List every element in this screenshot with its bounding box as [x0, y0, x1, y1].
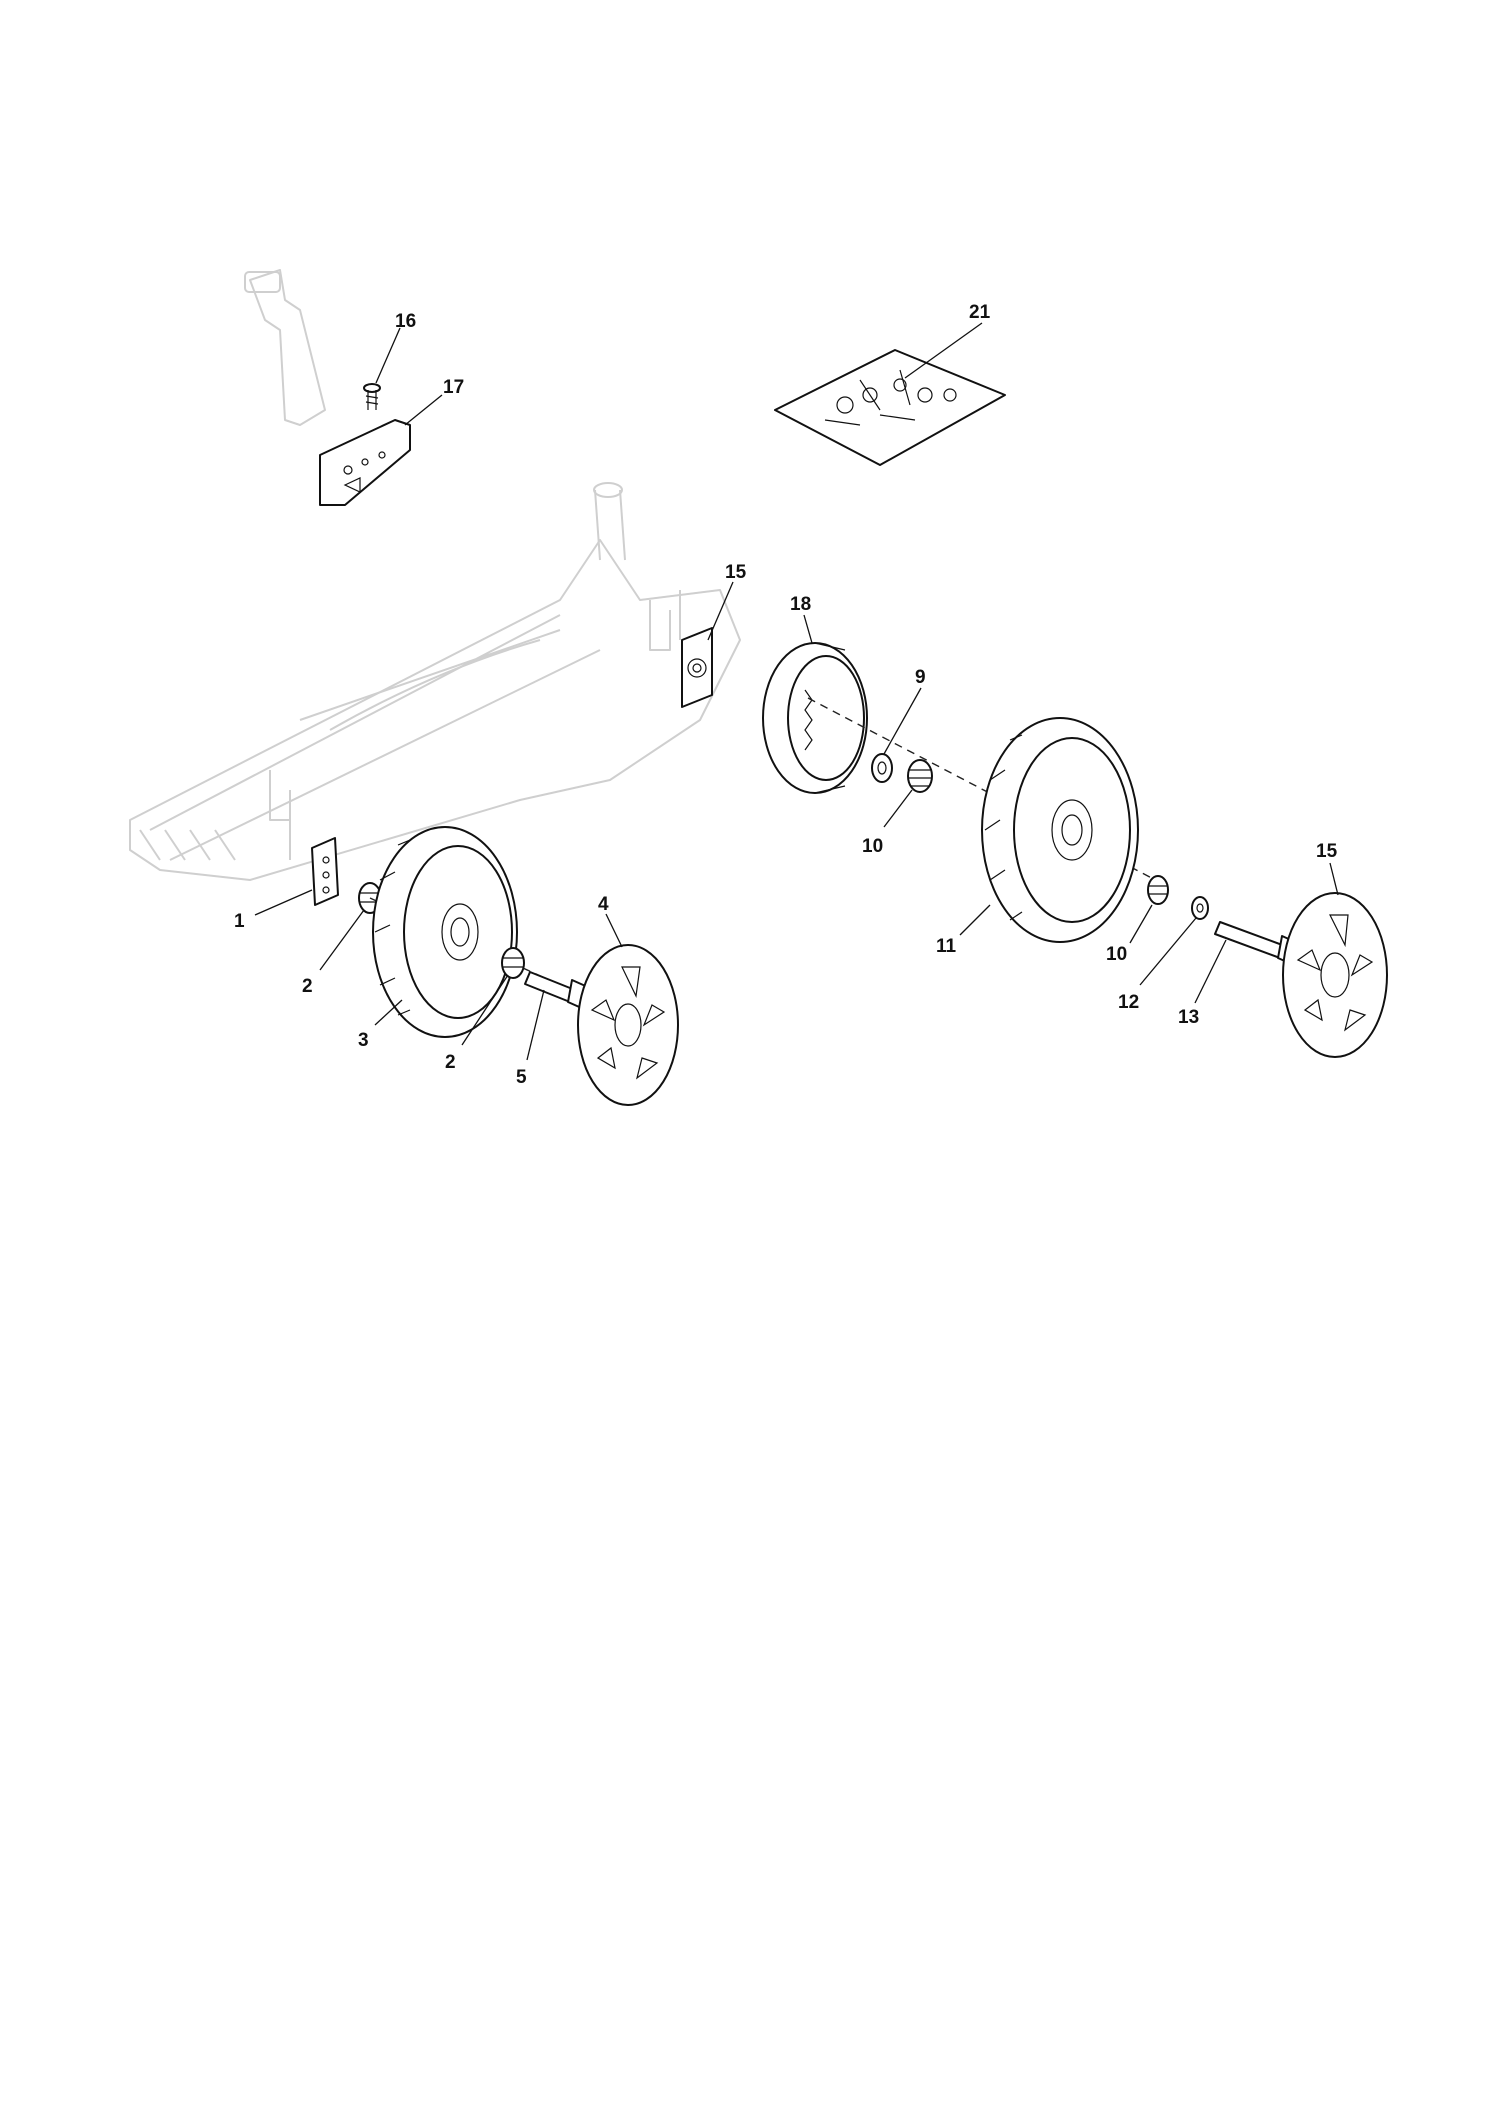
fixings-bag-part [774, 349, 1006, 466]
left-hubcap-part [577, 944, 679, 1106]
callout-12: 12 [1118, 992, 1139, 1013]
pinion-gear-part-2b [501, 947, 525, 979]
pinion-gear-part-lower [1147, 875, 1169, 905]
callout-leaders [254, 322, 1339, 1061]
callout-15-lower: 15 [1316, 841, 1338, 862]
screw-part [363, 383, 381, 410]
callout-18: 18 [790, 594, 811, 615]
callout-1: 1 [234, 911, 245, 932]
callout-21: 21 [969, 302, 991, 323]
callout-17: 17 [443, 377, 464, 398]
deck-outline [129, 482, 741, 881]
bearing-plate-part [681, 627, 713, 708]
mounting-plate-part [319, 419, 411, 506]
left-wheel-part [372, 826, 518, 1038]
right-hubcap-part [1282, 892, 1388, 1058]
pinion-gear-part-upper [907, 759, 933, 793]
callout-5: 5 [516, 1067, 527, 1088]
callout-9: 9 [915, 667, 926, 688]
callout-10-lower: 10 [1106, 944, 1127, 965]
callout-numbers: 16 17 21 15 18 9 10 11 10 12 13 15 1 2 3… [234, 302, 1338, 1088]
drive-gear-ring-part [762, 642, 868, 794]
washer-part-9 [871, 753, 893, 783]
callout-4: 4 [598, 894, 609, 915]
washer-part-12 [1191, 896, 1209, 920]
bracket-part [311, 837, 339, 906]
callout-13: 13 [1178, 1007, 1199, 1028]
callout-2-upper: 2 [302, 976, 313, 997]
right-wheel-part [981, 717, 1139, 943]
callout-15-upper: 15 [725, 562, 747, 583]
callout-2-lower: 2 [445, 1052, 456, 1073]
handle-bracket [244, 269, 326, 426]
callout-10-upper: 10 [862, 836, 883, 857]
callout-11: 11 [936, 936, 957, 957]
callout-3: 3 [358, 1030, 369, 1051]
callout-16: 16 [395, 311, 416, 332]
